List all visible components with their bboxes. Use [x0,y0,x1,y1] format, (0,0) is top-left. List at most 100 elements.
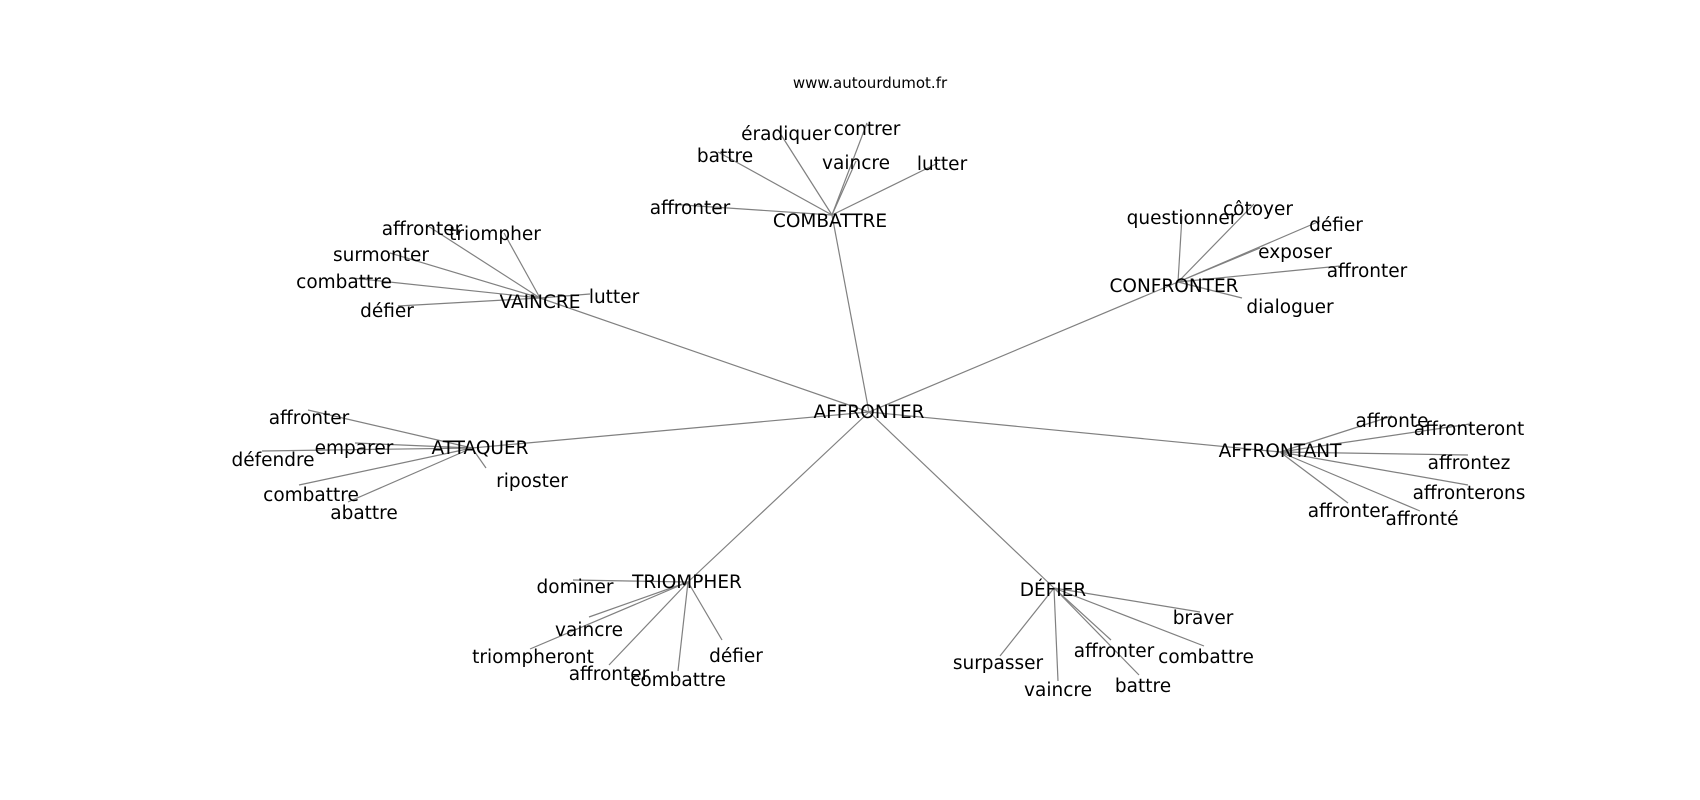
edge-vaincre-leaf [351,277,541,299]
leaf-node-label: défier [1309,215,1363,236]
leaf-node-label: combattre [1158,647,1254,668]
graph-edges [261,122,1471,682]
leaf-node-label: dialoguer [1246,297,1334,318]
edge-triompher-leaf [687,581,723,641]
leaf-node-label: affronter [650,198,731,219]
edge-affrontant-leaf [1279,451,1469,486]
leaf-node-label: exposer [1258,242,1332,263]
edge-triompher-leaf [588,581,689,618]
edge-defier-leaf [1053,587,1112,641]
edge-affrontant-leaf [1279,451,1469,456]
leaf-node-label: triompher [449,224,541,245]
edge-vaincre-leaf [539,293,591,299]
leaf-node-label: affronter [569,664,650,685]
leaf-node-label: combattre [263,485,359,506]
leaf-node-label: surpasser [953,653,1044,674]
edge-center-attaquer [471,411,870,449]
edge-combattre-leaf [831,122,868,216]
edge-affrontant-leaf [1279,451,1421,512]
edge-confronter-leaf [1177,281,1243,299]
group-node-vaincre: VAINCRE [500,292,581,313]
edge-center-combattre [831,214,870,413]
edge-center-confronter [868,281,1179,413]
leaf-node-label: affronter [1308,501,1389,522]
leaf-node-label: affronter [1074,641,1155,662]
edge-vaincre-leaf [397,297,541,307]
edge-attaquer-leaf [298,447,473,486]
edge-center-defier [868,411,1055,589]
leaf-node-label: lutter [917,154,968,175]
leaf-node-label: vaincre [555,620,623,641]
leaf-node-label: défier [360,301,414,322]
leaf-node-label: abattre [330,503,398,524]
leaf-node-label: riposter [496,471,568,492]
leaf-node-label: combattre [630,670,726,691]
leaf-node-label: affronter [382,219,463,240]
edge-affrontant-leaf [1279,415,1393,453]
edge-center-vaincre [539,297,870,413]
leaf-node-label: affronterons [1413,483,1526,504]
edge-combattre-leaf [831,162,939,216]
leaf-node-label: affronter [1327,261,1408,282]
edge-center-affrontant [868,411,1281,453]
leaf-node-label: triompheront [472,647,594,668]
edge-defier-leaf [1053,587,1059,682]
edge-combattre-leaf [831,160,857,216]
edge-confronter-leaf [1177,215,1183,283]
leaf-node-label: éradiquer [741,124,831,145]
leaf-node-label: combattre [296,272,392,293]
edge-defier-leaf [1053,587,1201,613]
edge-center-triompher [687,411,870,583]
leaf-node-label: affronter [269,408,350,429]
edge-affrontant-leaf [1279,451,1349,504]
edge-combattre-leaf [717,151,833,216]
edge-vaincre-leaf [427,225,541,299]
edge-defier-leaf [999,587,1055,657]
leaf-node-label: défier [709,646,763,667]
group-node-confronter: CONFRONTER [1109,276,1238,297]
leaf-node-label: battre [697,146,753,167]
group-node-triompher: TRIOMPHER [631,572,742,593]
group-node-attaquer: ATTAQUER [431,438,528,459]
edge-attaquer-leaf [307,409,473,449]
leaf-node-label: emparer [315,438,394,459]
edge-attaquer-leaf [347,447,473,503]
edge-triompher-leaf [529,581,689,650]
leaf-node-label: vaincre [822,153,890,174]
edge-attaquer-leaf [354,442,473,449]
group-node-defier: DÉFIER [1020,579,1087,601]
leaf-node-label: lutter [589,287,640,308]
edge-vaincre-leaf [503,232,541,299]
leaf-node-label: surmonter [333,245,429,266]
leaf-node-label: affrontez [1428,453,1511,474]
leaf-node-label: vaincre [1024,680,1092,701]
group-node-affrontant: AFFRONTANT [1219,441,1343,462]
edge-confronter-leaf [1177,203,1255,283]
leaf-node-label: défendre [231,450,314,471]
edge-triompher-leaf [572,579,689,583]
edge-defier-leaf [1053,587,1140,676]
edge-vaincre-leaf [389,252,541,299]
leaf-node-label: affronte [1356,411,1429,432]
watermark-text: www.autourdumot.fr [793,74,948,92]
edge-triompher-leaf [608,581,689,666]
edge-defier-leaf [1053,587,1205,647]
leaf-node-label: dominer [537,577,614,598]
leaf-node-label: côtoyer [1223,199,1293,220]
edge-triompher-leaf [677,581,689,672]
leaf-node-label: affronteront [1414,419,1524,440]
leaf-node-label: affronté [1386,509,1459,530]
edge-confronter-leaf [1177,265,1341,283]
group-node-combattre: COMBATTRE [773,211,887,232]
edge-combattre-leaf [777,129,833,216]
edge-combattre-leaf [667,203,833,216]
leaf-node-label: contrer [834,119,901,140]
leaf-node-label: questionner [1127,208,1238,229]
graph-nodes: affrontertriomphersurmontercombattredéfi… [231,119,1525,701]
leaf-node-label: battre [1115,676,1171,697]
center-node-label: AFFRONTER [813,402,924,423]
edge-confronter-leaf [1177,247,1261,283]
edge-attaquer-leaf [471,447,487,469]
edge-attaquer-leaf [261,447,473,452]
